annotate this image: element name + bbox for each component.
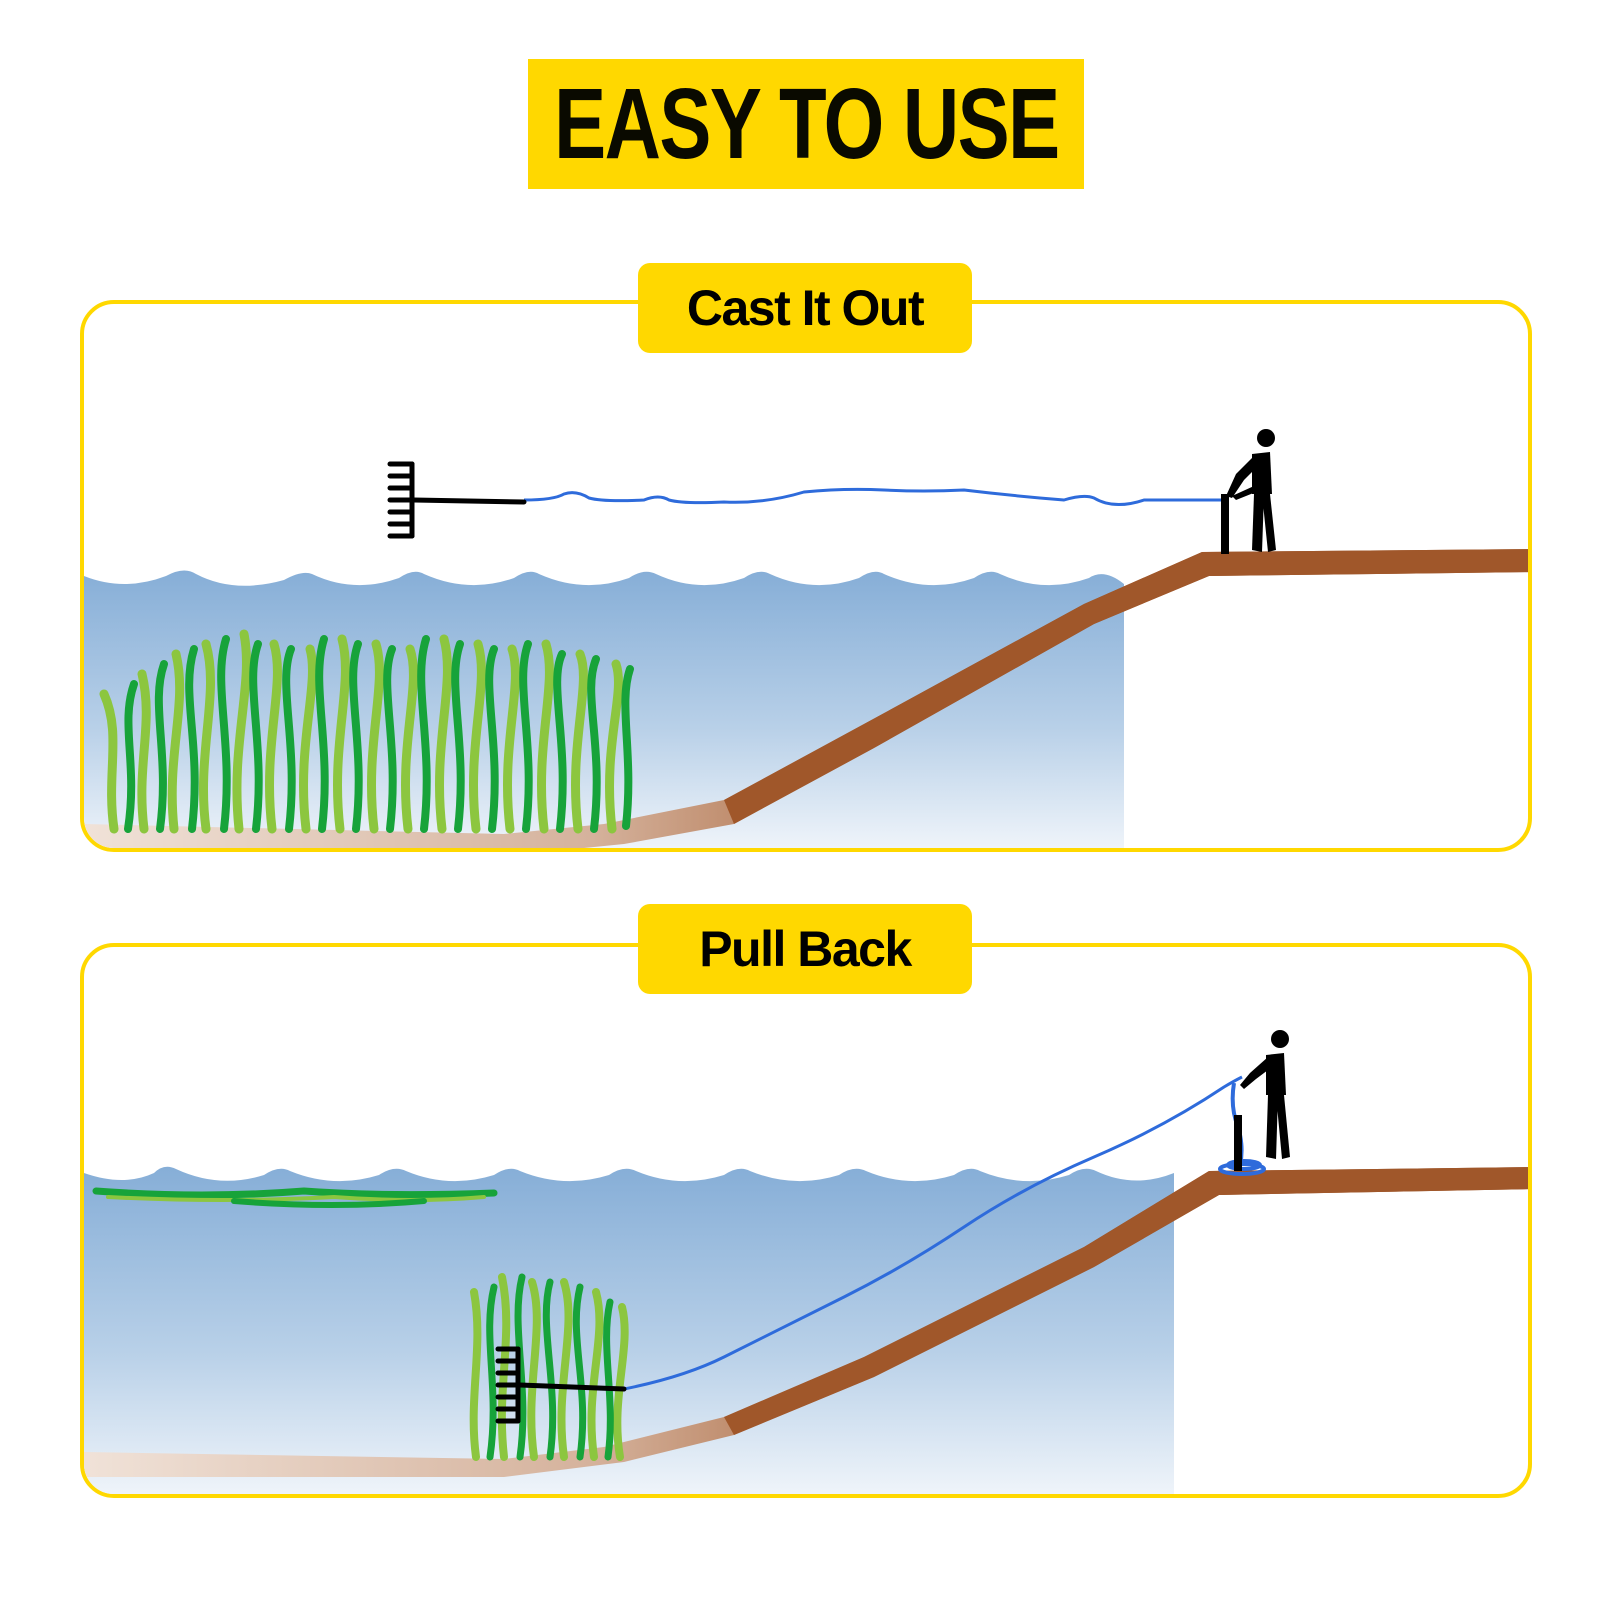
- bank: [84, 549, 1528, 848]
- person-icon: [1234, 1030, 1290, 1171]
- rake-icon: [387, 461, 527, 539]
- step-label-text: Pull Back: [699, 921, 912, 977]
- water: [84, 1166, 1174, 1494]
- floating-weeds: [92, 1187, 498, 1208]
- rake-icon: [495, 1346, 627, 1424]
- step-label-text: Cast It Out: [686, 280, 925, 336]
- person-icon: [1221, 429, 1276, 554]
- scene-cast: [84, 429, 1528, 848]
- title-banner: EASY TO USE: [528, 59, 1084, 189]
- rope: [623, 1075, 1243, 1391]
- rope: [523, 487, 1222, 506]
- scene-pull: [84, 1030, 1528, 1494]
- panel-pull-back: [80, 943, 1532, 1498]
- weed-bed: [99, 629, 634, 834]
- step-label-cast: Cast It Out: [638, 263, 972, 353]
- panel-cast-it-out: [80, 300, 1532, 852]
- bank: [84, 1167, 1528, 1494]
- step-label-pull: Pull Back: [638, 904, 972, 994]
- title-text: EASY TO USE: [553, 68, 1060, 180]
- weed-clump: [469, 1273, 629, 1461]
